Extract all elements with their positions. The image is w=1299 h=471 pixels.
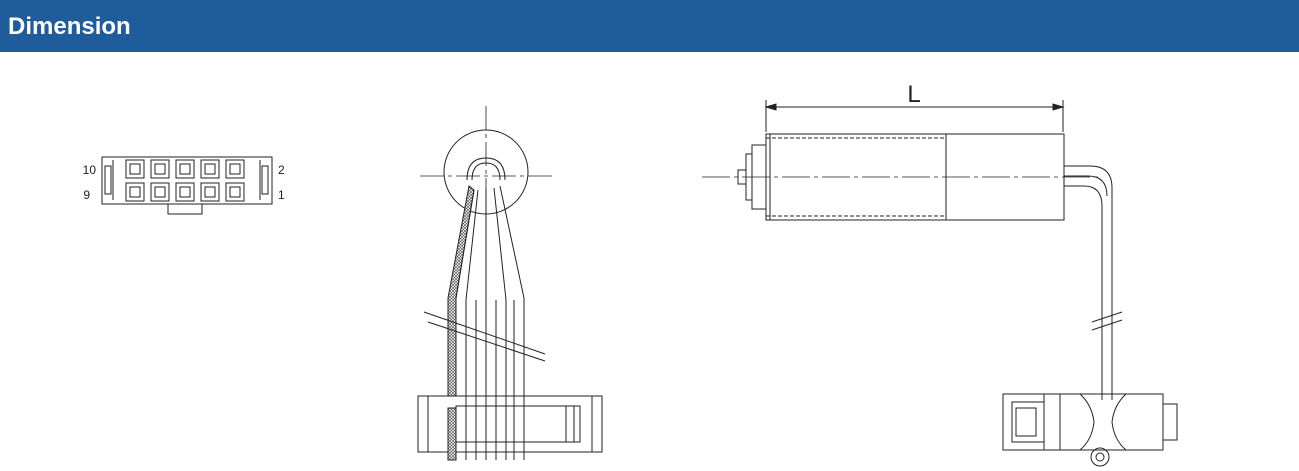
pin-row-top	[125, 159, 245, 179]
dimension-drawing: 10 9 2 1	[83, 81, 1178, 467]
length-label: L	[907, 81, 920, 108]
pin-label-9: 9	[83, 188, 90, 202]
pin-label-10: 10	[83, 163, 97, 177]
connector-pinout	[101, 156, 273, 215]
pin-label-1: 1	[278, 188, 285, 202]
pin-label-2: 2	[278, 163, 285, 177]
motor-top-view	[702, 100, 1178, 467]
cable-side-view	[417, 106, 603, 461]
section-header: Dimension	[0, 0, 1299, 52]
pin-row-bottom	[125, 182, 245, 202]
section-title: Dimension	[8, 13, 131, 40]
